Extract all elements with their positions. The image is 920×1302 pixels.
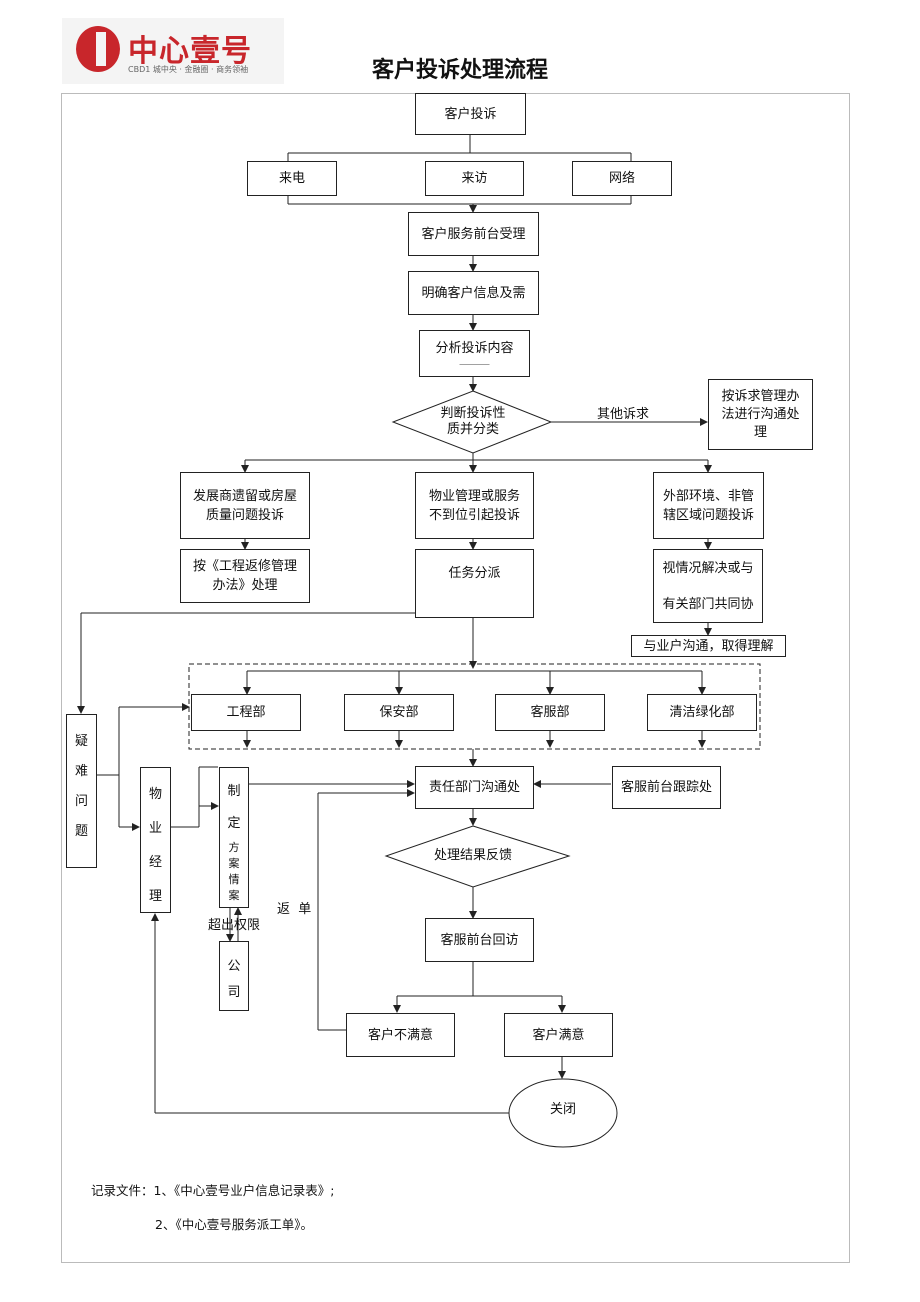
type-service-box: 物业管理或服务 不到位引起投诉 xyxy=(415,472,534,539)
difficult-char: 题 xyxy=(74,824,88,839)
company-char: 司 xyxy=(227,985,241,1000)
feedback-diamond-shape xyxy=(384,825,571,888)
plan-char: 定 xyxy=(227,816,241,831)
revisit-box: 客服前台回访 xyxy=(425,918,534,962)
unsatisfied-box: 客户不满意 xyxy=(346,1013,455,1057)
complaint-box: 客户投诉 xyxy=(415,93,526,135)
company-logo: 中心壹号 CBD1 城中央 · 金融圈 · 商务领袖 xyxy=(62,18,284,84)
type-external-box: 外部环境、非管 辖区域问题投诉 xyxy=(653,472,764,539)
plan-char: 案 xyxy=(228,889,240,902)
manager-char: 经 xyxy=(148,855,162,870)
judge-label: 判断投诉性 质并分类 xyxy=(440,406,506,437)
company-box: 公 司 xyxy=(219,941,249,1011)
exceed-label: 超出权限 xyxy=(208,918,261,933)
plan-char: 制 xyxy=(227,784,241,799)
manager-char: 理 xyxy=(148,889,162,904)
logo-name: 中心壹号 xyxy=(128,34,252,69)
resp-dept-box: 责任部门沟通处 xyxy=(415,766,534,809)
external-handle-line-2: 有关部门共同协 xyxy=(662,596,754,612)
record-note-2: 2、《中心壹号服务派工单》。 xyxy=(155,1217,313,1232)
dept-cs-box: 客服部 xyxy=(495,694,605,731)
manager-char: 物 xyxy=(148,787,162,802)
plan-box: 制 定 方 案 情 案 xyxy=(219,767,249,908)
feedback-label: 处理结果反馈 xyxy=(433,848,512,863)
page-title: 客户投诉处理流程 xyxy=(371,58,548,83)
close-label: 关闭 xyxy=(549,1102,576,1117)
dev-handle-box: 按《工程返修管理 办法》处理 xyxy=(180,549,310,603)
judge-diamond-shape xyxy=(391,390,553,454)
external-handle-line-1: 视情况解决或与 xyxy=(662,560,754,576)
front-desk-box: 客户服务前台受理 xyxy=(408,212,539,256)
record-note-1: 记录文件：1、《中心壹号业户信息记录表》; xyxy=(91,1183,335,1198)
dispatch-box: 任务分派 xyxy=(415,549,534,618)
external-handle-box: 视情况解决或与 有关部门共同协 xyxy=(653,549,763,623)
logo-mark-icon xyxy=(76,26,120,72)
analyze-label: 分析投诉内容 xyxy=(435,340,514,356)
analyze-dash: ＿＿＿ xyxy=(459,355,490,367)
other-label: 其他诉求 xyxy=(597,407,650,422)
satisfied-box: 客户满意 xyxy=(504,1013,613,1057)
manager-box: 物 业 经 理 xyxy=(140,767,171,913)
track-box: 客服前台跟踪处 xyxy=(612,766,721,809)
analyze-box: 分析投诉内容 ＿＿＿ xyxy=(419,330,530,377)
dept-security-box: 保安部 xyxy=(344,694,454,731)
channel-web-box: 网络 xyxy=(572,161,672,196)
company-char: 公 xyxy=(227,959,241,974)
channel-phone-box: 来电 xyxy=(247,161,337,196)
difficult-char: 问 xyxy=(74,794,88,809)
dept-clean-box: 清洁绿化部 xyxy=(647,694,757,731)
communicate-box: 与业户沟通，取得理解 xyxy=(631,635,786,657)
plan-char: 情 xyxy=(228,873,240,886)
channel-visit-box: 来访 xyxy=(425,161,524,196)
return-order-label: 返 单 xyxy=(277,902,312,917)
manager-char: 业 xyxy=(148,821,162,836)
plan-char: 案 xyxy=(228,857,240,870)
difficult-box: 疑 难 问 题 xyxy=(66,714,97,868)
close-ellipse-shape xyxy=(508,1078,618,1148)
clarify-box: 明确客户信息及需 xyxy=(408,271,539,315)
other-handle-box: 按诉求管理办 法进行沟通处 理 xyxy=(708,379,813,450)
type-dev-box: 发展商遗留或房屋 质量问题投诉 xyxy=(180,472,310,539)
difficult-char: 疑 xyxy=(74,734,88,749)
plan-char: 方 xyxy=(228,841,240,854)
logo-tagline: CBD1 城中央 · 金融圈 · 商务领袖 xyxy=(128,65,249,74)
dept-eng-box: 工程部 xyxy=(191,694,301,731)
difficult-char: 难 xyxy=(74,764,88,779)
